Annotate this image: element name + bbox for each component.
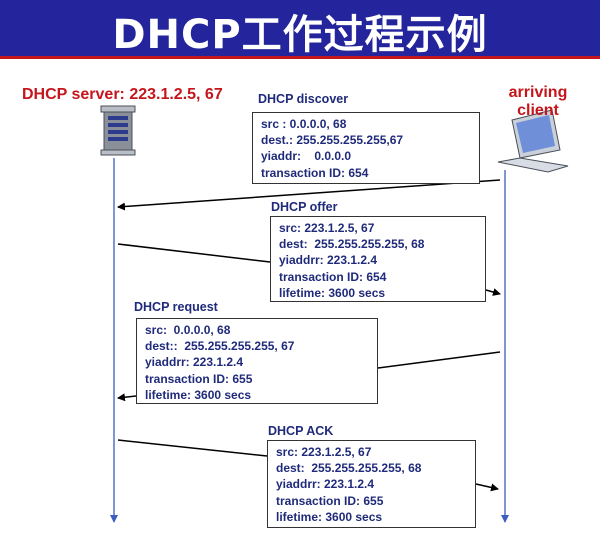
request-arrow-end: [117, 393, 137, 402]
discover-line: yiaddr: 0.0.0.0: [261, 149, 352, 164]
server-icon: [100, 105, 136, 156]
request-arrow-start: [377, 351, 501, 369]
ack-line: lifetime: 3600 secs: [276, 509, 383, 524]
request-box: src: 0.0.0.0, 68 dest:: 255.255.255.255,…: [136, 318, 378, 404]
client-label-line2: client: [517, 102, 559, 119]
ack-arrow-start: [117, 439, 268, 457]
ack-box: src: 223.1.2.5, 67 dest: 255.255.255.255…: [267, 440, 476, 528]
ack-line: dest: 255.255.255.255, 68: [276, 461, 422, 476]
ack-line: yiaddrr: 223.1.2.4: [276, 477, 375, 492]
offer-line: yiaddrr: 223.1.2.4: [279, 253, 378, 268]
request-line: src: 0.0.0.0, 68: [145, 323, 231, 337]
ack-title: DHCP ACK: [268, 424, 334, 438]
offer-line: transaction ID: 654: [279, 269, 387, 284]
title-underline: [0, 56, 600, 59]
page-title: DHCP工作过程示例: [112, 12, 488, 58]
ack-line: transaction ID: 655: [276, 493, 384, 508]
client-label: arriving client: [502, 84, 574, 120]
request-title: DHCP request: [134, 300, 218, 314]
request-line: transaction ID: 655: [145, 371, 253, 386]
server-label: DHCP server: 223.1.2.5, 67: [22, 86, 223, 103]
offer-title: DHCP offer: [271, 200, 338, 214]
request-line: dest:: 255.255.255.255, 67: [145, 339, 295, 354]
offer-line: dest: 255.255.255.255, 68: [279, 237, 425, 252]
discover-line: transaction ID: 654: [261, 165, 369, 180]
discover-title: DHCP discover: [258, 92, 349, 106]
discover-box: src : 0.0.0.0, 68 dest.: 255.255.255.255…: [252, 112, 480, 184]
request-line: yiaddrr: 223.1.2.4: [145, 355, 244, 370]
offer-box: src: 223.1.2.5, 67 dest: 255.255.255.255…: [270, 216, 486, 302]
ack-arrow-end: [475, 483, 499, 492]
ack-line: src: 223.1.2.5, 67: [276, 445, 372, 459]
discover-arrow: [117, 179, 501, 211]
title-bar: [0, 0, 600, 56]
discover-line: dest.: 255.255.255.255,67: [261, 133, 404, 148]
laptop-icon: [497, 109, 569, 173]
discover-line: src : 0.0.0.0, 68: [261, 117, 347, 131]
offer-line: lifetime: 3600 secs: [279, 285, 386, 300]
client-label-line1: arriving: [508, 84, 568, 101]
request-line: lifetime: 3600 secs: [145, 387, 252, 402]
offer-line: src: 223.1.2.5, 67: [279, 221, 375, 235]
offer-arrow-start: [117, 243, 271, 263]
offer-arrow-end: [485, 288, 501, 296]
